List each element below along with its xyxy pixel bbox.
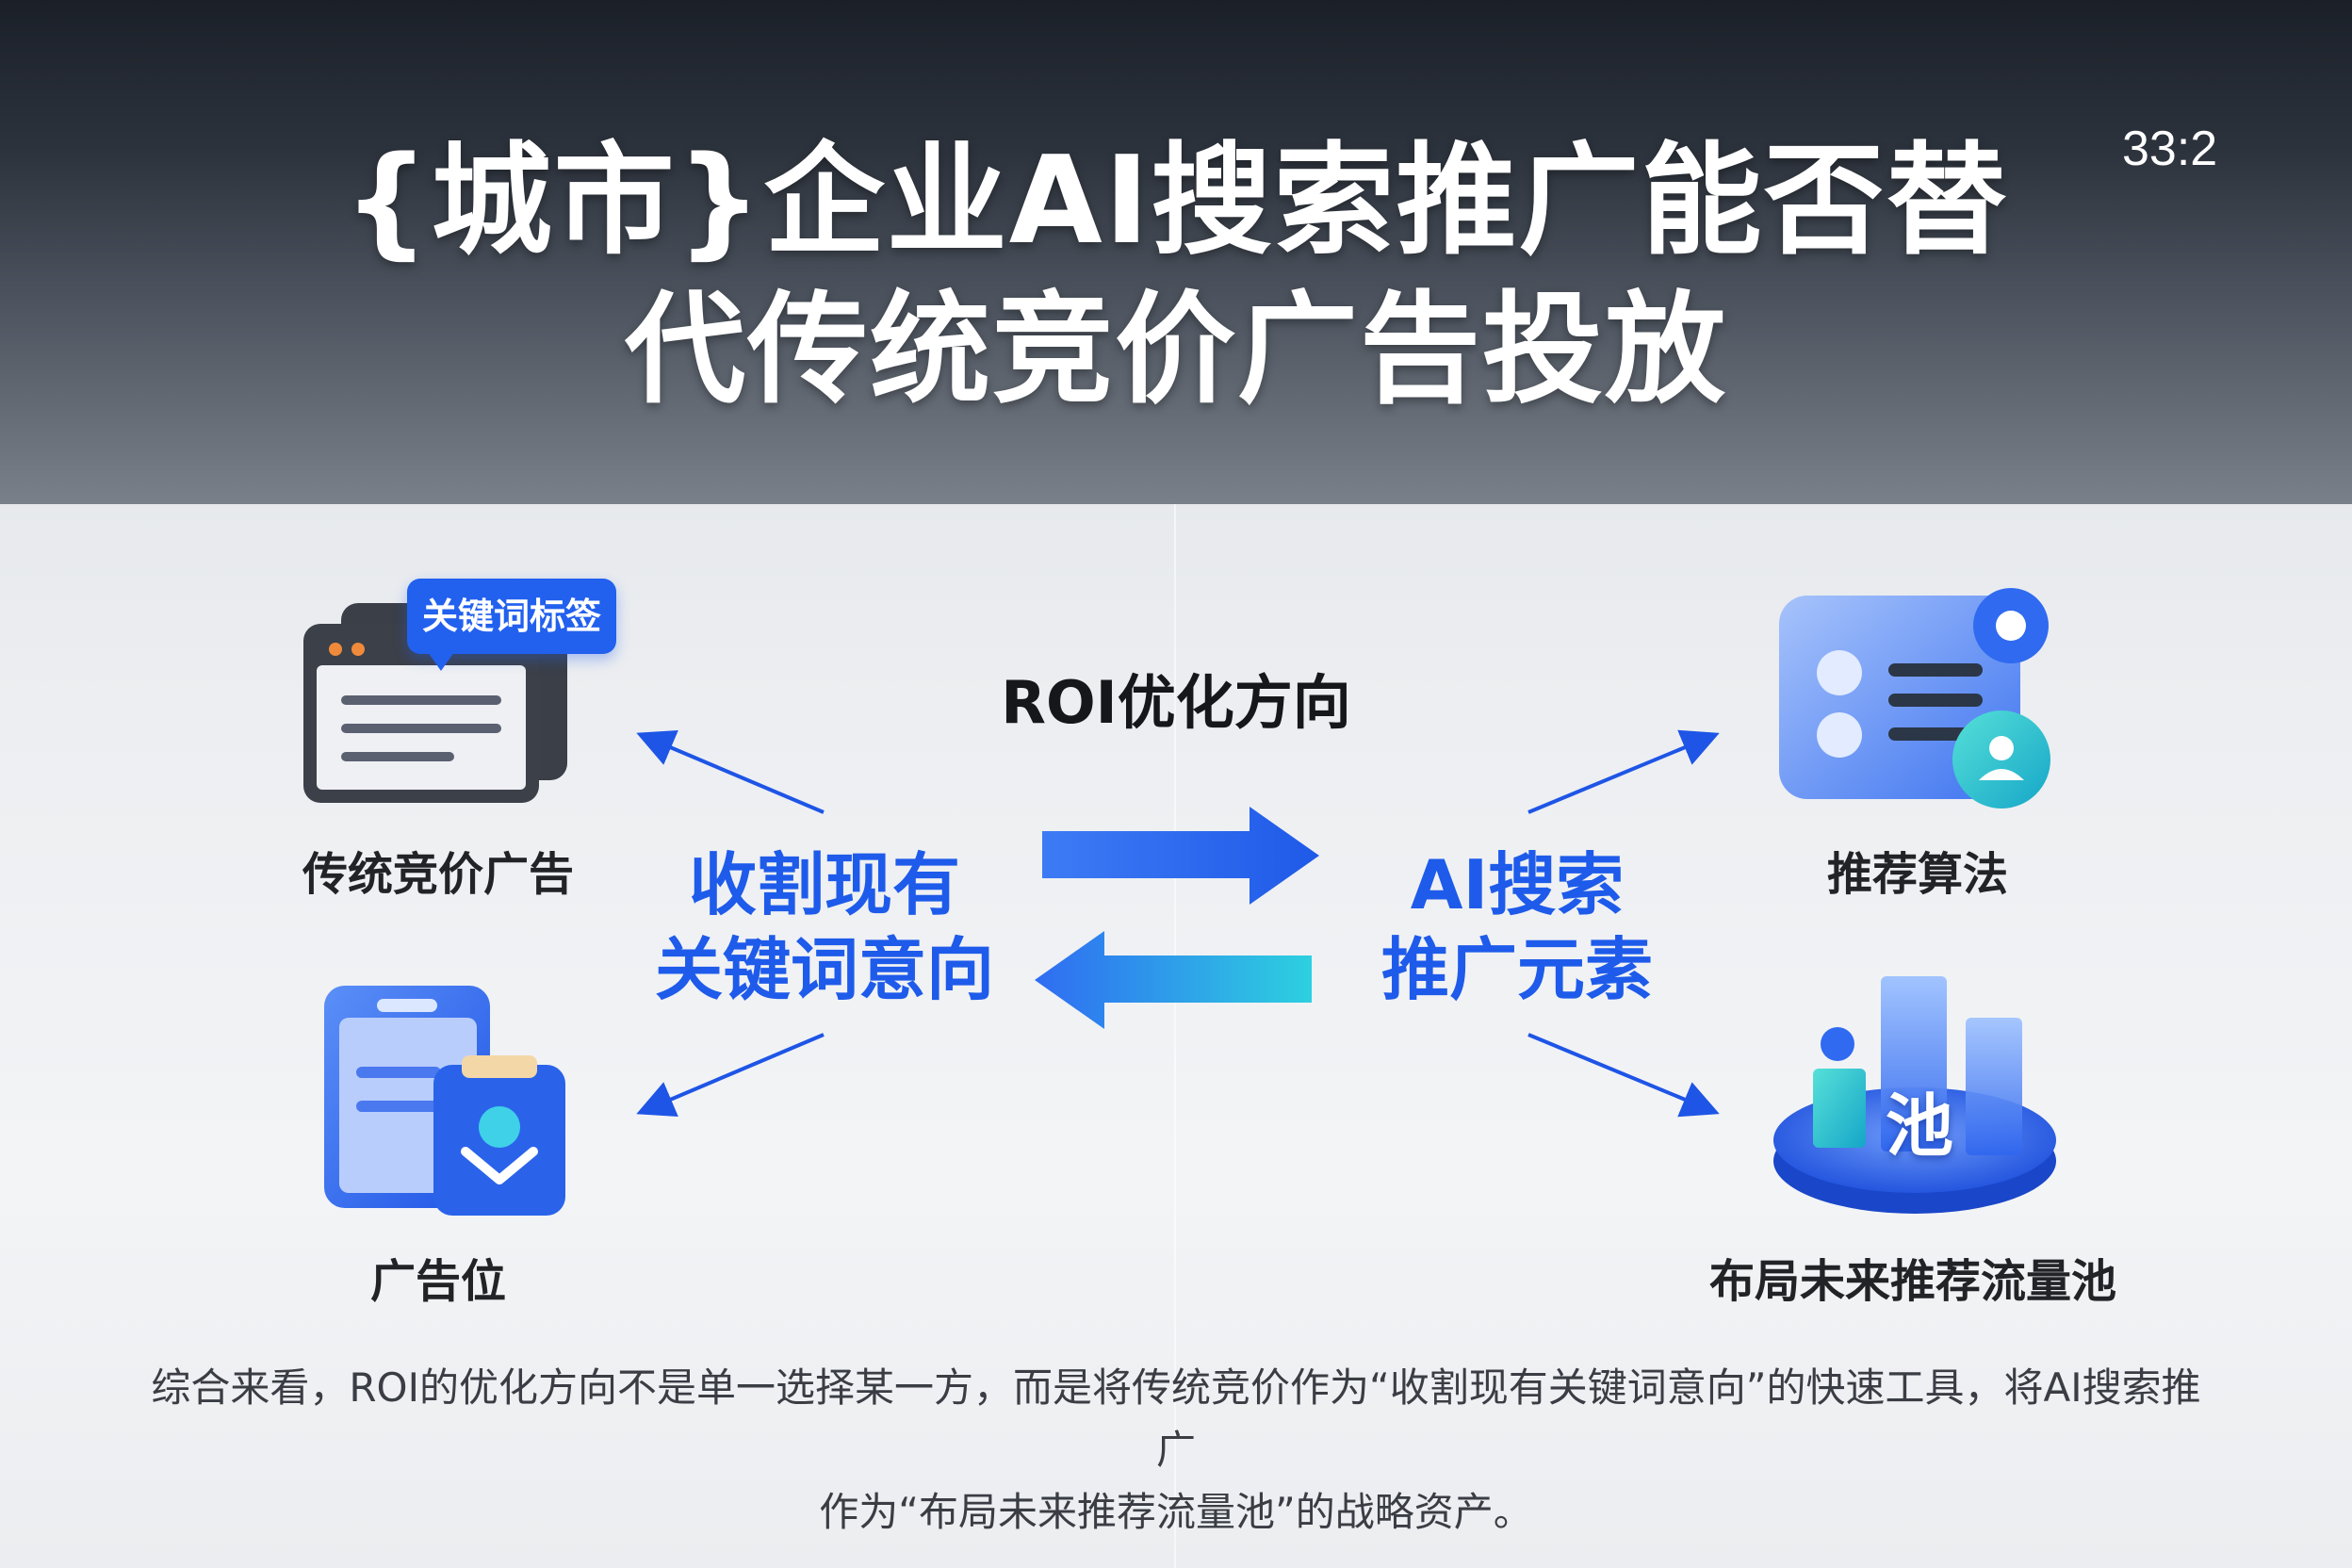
- harvest-intent-line-1: 收割现有: [688, 845, 960, 924]
- arrow-to-ad-slot: [636, 1033, 825, 1118]
- ai-search-line-1: AI搜索: [1410, 845, 1625, 924]
- left-exchange-arrow: [1035, 931, 1312, 1029]
- arrow-to-traffic-pool: [1527, 1033, 1720, 1118]
- pool-character: 池: [1885, 1086, 1953, 1166]
- summary-text: 综合来看，ROI的优化方向不是单一选择某一方，而是将传统竞价作为“收割现有关键词…: [151, 1357, 2201, 1544]
- right-exchange-arrow: [1042, 807, 1319, 905]
- recommend-algorithm-icon: [1779, 588, 2050, 808]
- page-title: {城市}企业AI搜索推广能否替 代传统竞价广告投放: [234, 127, 2118, 425]
- ai-search-block: AI搜索 推广元素: [1357, 842, 1677, 1012]
- title-line-1: {城市}企业AI搜索推广能否替: [343, 131, 2009, 271]
- roi-direction-title: ROI优化方向: [1001, 668, 1351, 737]
- future-pool-label: 布局未来推荐流量池: [1708, 1255, 2116, 1308]
- center-divider: [1174, 504, 1176, 1568]
- summary-line-1: 综合来看，ROI的优化方向不是单一选择某一方，而是将传统竞价作为“收割现有关键词…: [151, 1364, 2201, 1473]
- harvest-intent-line-2: 关键词意向: [654, 930, 994, 1009]
- ad-slot-clipboard-icon: [324, 986, 565, 1216]
- arrow-to-recommend-algorithm: [1527, 729, 1720, 814]
- traffic-pool-icon: [1773, 976, 2056, 1214]
- header-banner: [0, 0, 2352, 504]
- keyword-tag-badge: 关键词标签: [407, 579, 616, 671]
- traditional-ads-label: 传统竞价广告: [302, 848, 574, 901]
- page-number: 33:2: [2122, 122, 2218, 176]
- ad-slot-label: 广告位: [369, 1255, 506, 1308]
- summary-line-2: 作为“布局未来推荐流量池”的战略资产。: [819, 1489, 1533, 1535]
- arrow-to-traditional-ads: [636, 729, 825, 814]
- ai-search-line-2: 推广元素: [1380, 930, 1653, 1009]
- title-line-2: 代传统竞价广告投放: [624, 280, 1727, 420]
- harvest-intent-block: 收割现有 关键词意向: [641, 842, 1008, 1012]
- recommend-algorithm-label: 推荐算法: [1826, 848, 2008, 901]
